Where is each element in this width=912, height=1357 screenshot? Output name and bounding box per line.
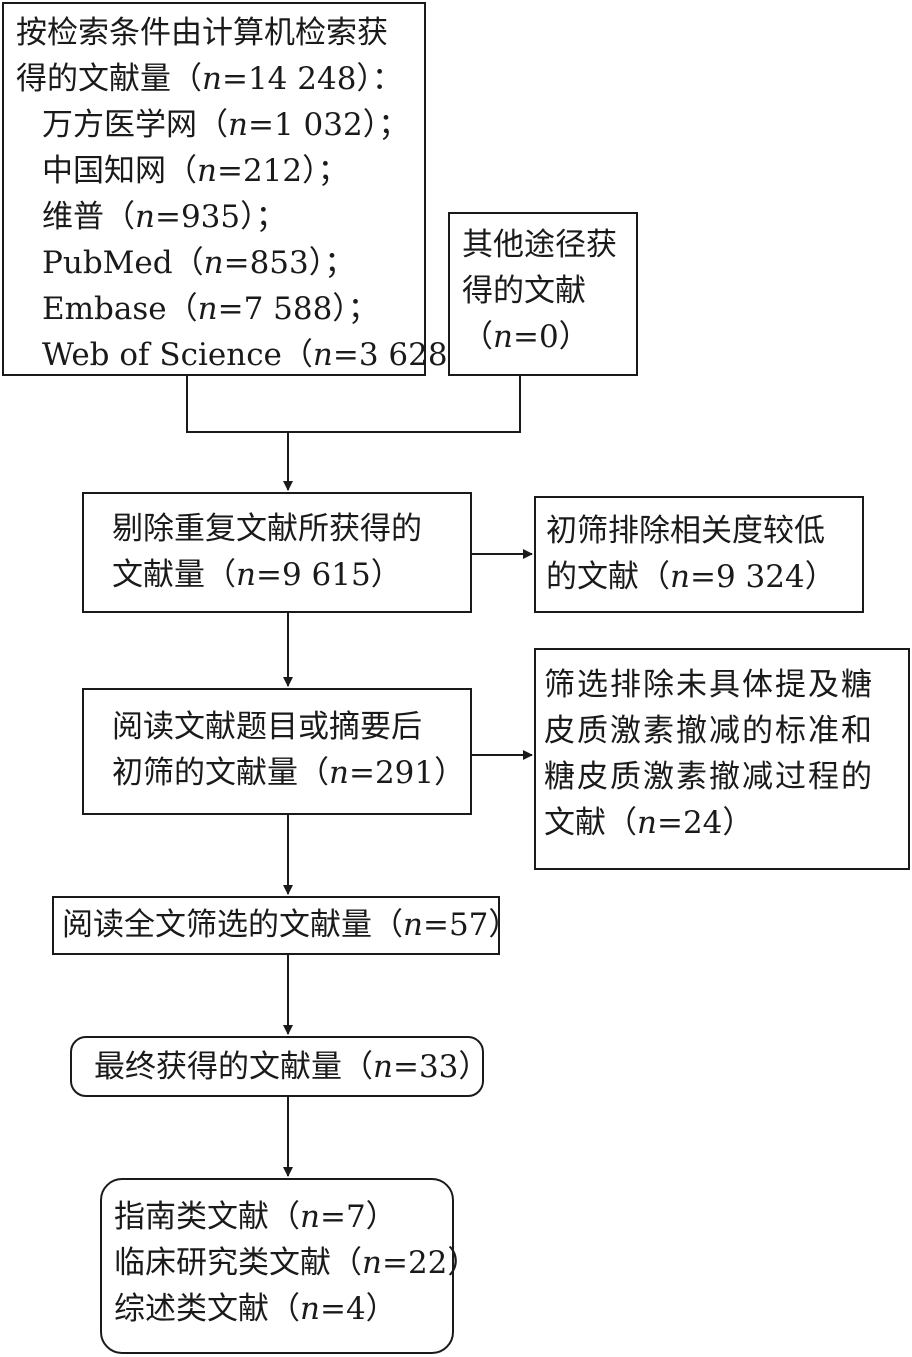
literature-categories-box: 指南类文献（n=7） 临床研究类文献（n=22） 综述类文献（n=4） — [100, 1178, 479, 1354]
other-line-2: 得的文献 — [462, 273, 586, 309]
exclude2-line-2: 皮质激素撤减的标准和 — [544, 713, 874, 749]
exclude1-line-1: 初筛排除相关度较低 — [546, 513, 825, 549]
search-results-box: 按检索条件由计算机检索获 得的文献量（n=14 248）： 万方医学网（n=1 … — [2, 2, 479, 376]
dedup-box: 剔除重复文献所获得的 文献量（n=9 615） — [82, 492, 472, 613]
title-abstract-screen-box: 阅读文献题目或摘要后 初筛的文献量（n=291） — [82, 688, 472, 815]
search-line-1: 按检索条件由计算机检索获 — [16, 15, 388, 51]
exclude2-line-1: 筛选排除未具体提及糖 — [544, 667, 874, 703]
other-line-3: （n=0） — [462, 319, 590, 355]
category-guidelines: 指南类文献（n=7） — [114, 1199, 397, 1235]
dedup-line-2: 文献量（n=9 615） — [112, 557, 402, 593]
other-line-1: 其他途径获 — [462, 227, 617, 263]
fulltext-screen-box: 阅读全文筛选的文献量（n=57） — [52, 896, 520, 955]
exclude-low-relevance-box: 初筛排除相关度较低 的文献（n=9 324） — [534, 496, 864, 613]
search-line-3: 万方医学网（n=1 032）； — [42, 107, 410, 143]
screen-line-1: 阅读文献题目或摘要后 — [112, 709, 422, 745]
fulltext-line-1: 阅读全文筛选的文献量（n=57） — [62, 907, 520, 943]
exclude2-line-3: 糖皮质激素撤减过程的 — [544, 759, 874, 795]
category-reviews: 综述类文献（n=4） — [114, 1291, 397, 1327]
final-line-1: 最终获得的文献量（n=33） — [94, 1049, 490, 1085]
exclude1-line-2: 的文献（n=9 324） — [546, 559, 836, 595]
screen-line-2: 初筛的文献量（n=291） — [112, 755, 466, 791]
search-line-7: Embase（n=7 588）； — [42, 291, 379, 327]
other-sources-box: 其他途径获 得的文献 （n=0） — [448, 212, 638, 376]
final-included-box: 最终获得的文献量（n=33） — [70, 1036, 490, 1097]
category-clinical-studies: 临床研究类文献（n=22） — [114, 1245, 479, 1281]
search-line-2: 得的文献量（n=14 248）： — [16, 61, 403, 97]
search-line-8: Web of Science（n=3 628） — [42, 337, 479, 373]
search-line-4: 中国知网（n=212）； — [42, 153, 349, 189]
exclude-no-withdrawal-box: 筛选排除未具体提及糖 皮质激素撤减的标准和 糖皮质激素撤减过程的 文献（n=24… — [534, 648, 910, 870]
search-line-6: PubMed（n=853）； — [42, 245, 356, 281]
search-line-5: 维普（n=935）； — [42, 199, 287, 235]
exclude2-line-4: 文献（n=24） — [544, 805, 754, 841]
dedup-line-1: 剔除重复文献所获得的 — [112, 511, 422, 547]
